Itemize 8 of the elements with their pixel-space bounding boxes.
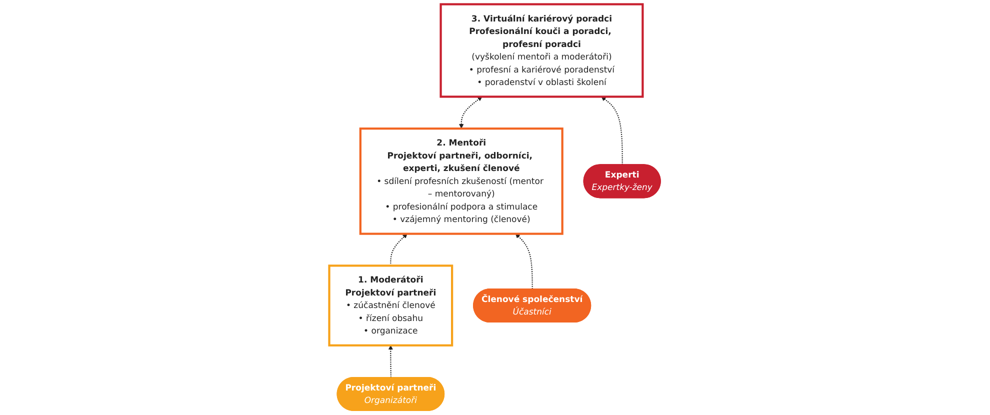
node-box: 3. Virtuální kariérový poradci Profesionální kouči a poradci, profesní poradci (vyškolení mentoři a moderátoři) • profesní a kariérové poradenství • poradenství v oblasti školení [440, 3, 644, 98]
node-box: 2. Mentoři Projektoví partneři, odborníci, experti, zkušení členové • sdílení profesních zkušeností (mentor – mentorovaný) • profesionální podpora a stimulace • vzájemný mentoring (členové) [359, 128, 564, 235]
arrow [516, 234, 533, 290]
arrow [459, 96, 482, 129]
arrow [388, 345, 394, 378]
arrow [601, 96, 623, 165]
arrow [390, 234, 408, 266]
node-box: 1. Moderátoři Projektoví partneři • zúčastnění členové • řízení obsahu • organizace [328, 264, 454, 346]
